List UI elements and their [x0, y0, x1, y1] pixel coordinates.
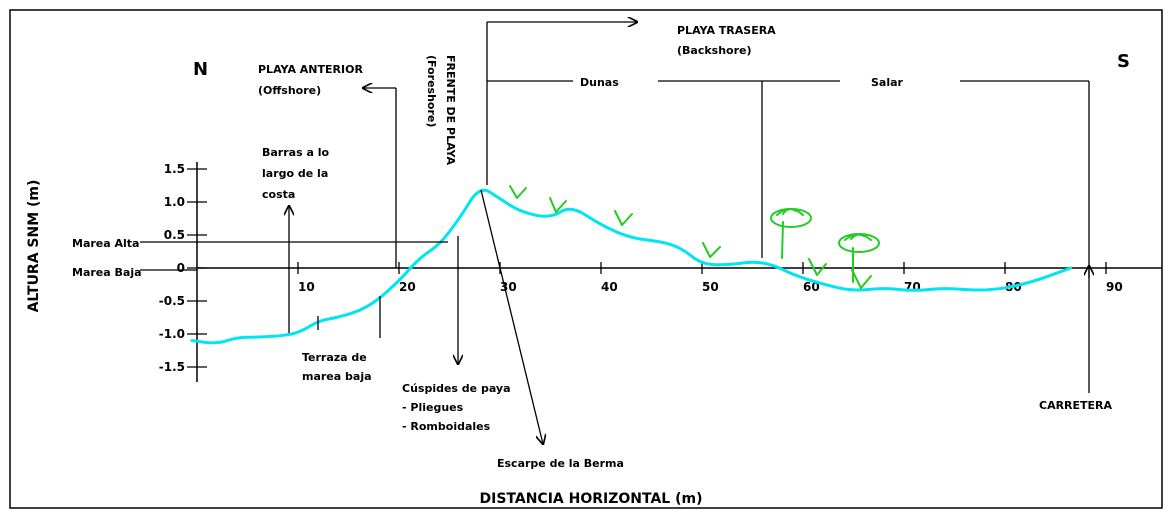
x-tick-label: 90	[1106, 280, 1123, 294]
cuspides-line-3: - Romboidales	[402, 420, 491, 433]
y-tick-label: -0.5	[159, 294, 185, 308]
profile-line	[190, 188, 1073, 345]
terraza-line-1: Terraza de	[302, 351, 367, 364]
y-axis-title: ALTURA SNM (m)	[26, 180, 42, 313]
vegetation-plants	[770, 208, 880, 283]
marea-alta-label: Marea Alta	[72, 237, 139, 250]
x-tick-label: 50	[702, 280, 719, 294]
x-tick-label: 60	[803, 280, 820, 294]
x-tick-label: 30	[500, 280, 517, 294]
x-tick-label: 40	[601, 280, 618, 294]
x-tick-label: 70	[904, 280, 921, 294]
y-tick-label: -1.0	[159, 327, 185, 341]
vegetation-grass	[509, 185, 872, 289]
foreshore-label: (Foreshore)	[425, 55, 438, 127]
north-label: N	[193, 59, 208, 80]
south-label: S	[1117, 51, 1130, 72]
x-axis-title: DISTANCIA HORIZONTAL (m)	[480, 491, 703, 507]
backshore-label: (Backshore)	[677, 44, 752, 57]
escarpe-label: Escarpe de la Berma	[497, 457, 624, 470]
dunas-label: Dunas	[580, 76, 619, 89]
escarpe-arrow	[480, 189, 543, 444]
carretera-label: CARRETERA	[1039, 399, 1113, 412]
barras-line-3: costa	[262, 188, 295, 201]
salar-label: Salar	[871, 76, 904, 89]
figure-border	[9, 9, 1163, 509]
playa-trasera-label: PLAYA TRASERA	[677, 24, 776, 37]
cuspides-line-2: - Pliegues	[402, 401, 464, 414]
x-tick-label: 10	[298, 280, 315, 294]
frente-playa-label: FRENTE DE PLAYA	[444, 55, 457, 165]
y-tick-label: 0	[177, 261, 185, 275]
y-tick-label: 1.5	[164, 162, 185, 176]
terraza-line-2: marea baja	[302, 370, 372, 383]
offshore-label: (Offshore)	[258, 84, 321, 97]
y-tick-label: -1.5	[159, 360, 185, 374]
marea-baja-label: Marea Baja	[72, 266, 142, 279]
y-tick-label: 0.5	[164, 228, 185, 242]
barras-line-1: Barras a lo	[262, 146, 329, 159]
barras-line-2: largo de la	[262, 167, 328, 180]
x-tick-label: 20	[399, 280, 416, 294]
y-tick-label: 1.0	[164, 195, 185, 209]
cuspides-line-1: Cúspides de paya	[402, 382, 511, 395]
playa-anterior-label: PLAYA ANTERIOR	[258, 63, 363, 76]
